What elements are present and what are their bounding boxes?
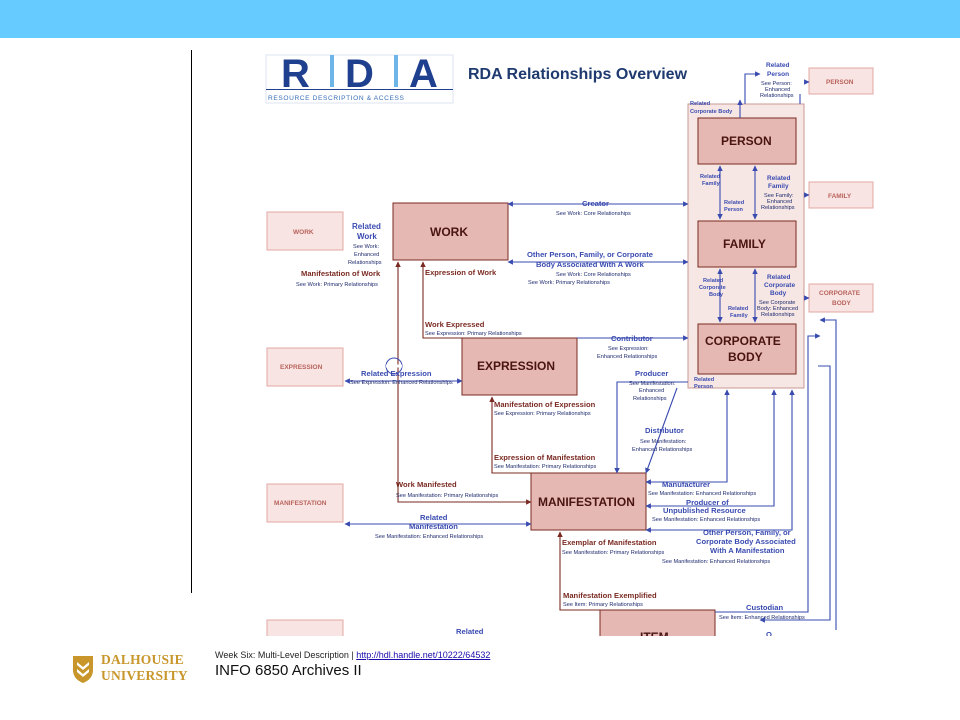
- tab-expression: EXPRESSION: [280, 364, 323, 371]
- rda-relationships-diagram: R D A RESOURCE DESCRIPTION & ACCESS RDA …: [265, 52, 874, 640]
- label-expression-of-manifestation: Expression of Manifestation: [494, 453, 596, 462]
- tab-corporate-line2: BODY: [832, 300, 851, 307]
- rda-logo-letter-r: R: [281, 52, 310, 96]
- rda-logo-caption: RESOURCE DESCRIPTION & ACCESS: [268, 95, 404, 102]
- label-work-expressed-see: See Expression: Primary Relationships: [425, 331, 522, 337]
- label-producer: Producer: [635, 369, 668, 378]
- tab-corporate-line1: CORPORATE: [819, 290, 861, 297]
- label-contributor: Contributor: [611, 334, 653, 343]
- label-creator: Creator: [582, 199, 609, 208]
- label-owner-partial: O: [766, 630, 772, 639]
- rda-logo: R D A RESOURCE DESCRIPTION & ACCESS: [265, 52, 454, 104]
- entity-item: ITEM: [640, 630, 669, 640]
- label-work-manifested: Work Manifested: [396, 480, 457, 489]
- shield-icon: [73, 656, 93, 683]
- label-expression-of-work: Expression of Work: [425, 268, 497, 277]
- diagram-title: RDA Relationships Overview: [468, 66, 688, 83]
- label-distributor-see: See Manifestation:Enhanced Relationships: [632, 439, 693, 453]
- course-title: INFO 6850 Archives II: [215, 662, 362, 679]
- rda-logo-letter-a: A: [409, 52, 438, 96]
- label-work-manifested-see: See Manifestation: Primary Relationships: [396, 493, 498, 499]
- label-manufacturer: Manufacturer: [662, 480, 710, 489]
- label-custodian: Custodian: [746, 603, 783, 612]
- entity-expression: EXPRESSION: [477, 359, 555, 373]
- dalhousie-logo: DALHOUSIE UNIVERSITY: [71, 652, 196, 686]
- entity-work: WORK: [430, 225, 468, 239]
- label-exemplar-see: See Manifestation: Primary Relationships: [562, 550, 664, 556]
- label-related-manifestation-see: See Manifestation: Enhanced Relationship…: [375, 534, 483, 540]
- label-manifestation-of-work: Manifestation of Work: [301, 269, 381, 278]
- label-distributor: Distributor: [645, 426, 684, 435]
- label-manifestation-of-work-see: See Work: Primary Relationships: [296, 282, 378, 288]
- label-work-expressed: Work Expressed: [425, 320, 485, 329]
- top-accent-bar: [0, 0, 960, 38]
- label-contributor-see: See Expression:Enhanced Relationships: [597, 346, 658, 360]
- logo-line1: DALHOUSIE: [101, 652, 184, 667]
- label-other-associated-manifestation-see: See Manifestation: Enhanced Relationship…: [662, 559, 770, 565]
- label-related-expression-see: See Expression: Enhanced Relationships: [350, 380, 453, 386]
- tab-family: FAMILY: [828, 193, 852, 200]
- entity-family: FAMILY: [723, 237, 766, 251]
- label-related-expression: Related Expression: [361, 369, 432, 378]
- tab-person: PERSON: [826, 79, 854, 86]
- entity-person: PERSON: [721, 134, 772, 148]
- label-manufacturer-see: See Manifestation: Enhanced Relationship…: [648, 491, 756, 497]
- entity-manifestation: MANIFESTATION: [538, 495, 635, 509]
- footer-caption-text: Week Six: Multi-Level Description |: [215, 650, 357, 660]
- label-producer-unpublished-see: See Manifestation: Enhanced Relationship…: [652, 517, 760, 523]
- label-exemplar-of-manifestation: Exemplar of Manifestation: [562, 538, 657, 547]
- footer-caption: Week Six: Multi-Level Description | http…: [215, 650, 490, 660]
- tab-work: WORK: [293, 229, 314, 236]
- rda-logo-letter-d: D: [345, 52, 374, 96]
- handle-link[interactable]: http://hdl.handle.net/10222/64532: [356, 650, 491, 660]
- tab-manifestation: MANIFESTATION: [274, 500, 327, 507]
- label-custodian-see: See Item: Enhanced Relationships: [719, 615, 805, 621]
- label-expression-of-manifestation-see: See Manifestation: Primary Relationships: [494, 464, 596, 470]
- slide-divider-line: [191, 50, 192, 593]
- entity-corporate-body-line1: CORPORATE: [705, 334, 781, 348]
- label-creator-see: See Work: Core Relationships: [556, 211, 631, 217]
- label-manifestation-exemplified-see: See Item: Primary Relationships: [563, 602, 643, 608]
- entity-corporate-body-line2: BODY: [728, 350, 763, 364]
- label-manifestation-of-expression-see: See Expression: Primary Relationships: [494, 411, 591, 417]
- logo-line2: UNIVERSITY: [101, 668, 188, 683]
- label-related-item: Related: [456, 627, 484, 636]
- label-manifestation-exemplified: Manifestation Exemplified: [563, 591, 657, 600]
- label-manifestation-of-expression: Manifestation of Expression: [494, 400, 596, 409]
